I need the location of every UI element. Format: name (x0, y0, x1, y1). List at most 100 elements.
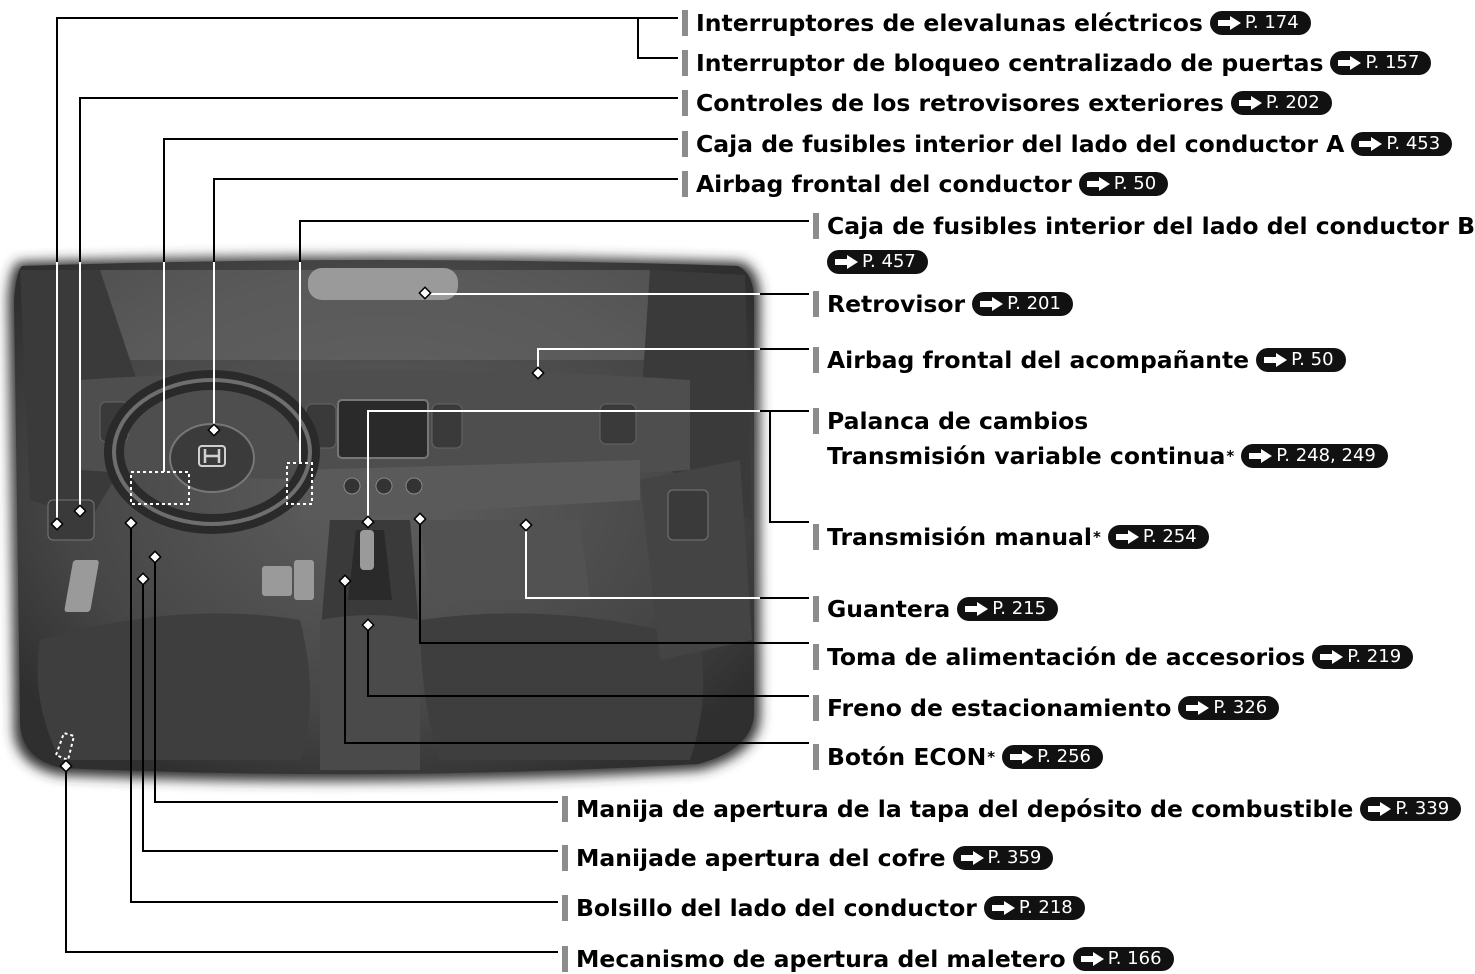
page-ref-arrow-icon (1217, 16, 1241, 30)
page-ref-arrow-icon (1359, 137, 1383, 151)
page-ref-badge[interactable]: P. 248, 249 (1241, 444, 1388, 468)
dot-accessory-socket (413, 512, 427, 526)
leader-econ (344, 584, 809, 744)
dot-econ (338, 574, 352, 588)
page-ref-text: P. 453 (1386, 133, 1441, 154)
footnote-star: * (987, 748, 996, 766)
page-ref-badge[interactable]: P. 50 (1256, 348, 1346, 372)
leader-hood (142, 582, 558, 852)
page-ref-badge[interactable]: P. 215 (957, 597, 1059, 621)
page-ref-badge[interactable]: P. 202 (1230, 91, 1332, 115)
callout-text: Caja de fusibles interior del lado del c… (696, 130, 1345, 158)
leader-lines (56, 17, 809, 953)
callout-text: Retrovisor (827, 290, 966, 318)
callout-driver-side-pocket: Bolsillo del lado del conductor P. 218 (562, 893, 1085, 923)
callout-text: Interruptores de elevalunas eléctricos (696, 9, 1203, 37)
page-ref-badge[interactable]: P. 339 (1360, 797, 1462, 821)
page-ref-text: P. 202 (1265, 92, 1320, 113)
callout-manual-transmission: Transmisión manual* P. 254 (813, 522, 1209, 552)
callout-passenger-airbag: Airbag frontal del acompañante P. 50 (813, 345, 1346, 375)
callout-text: Interruptor de bloqueo centralizado de p… (696, 49, 1324, 77)
leader-lines-inside (56, 262, 760, 599)
page-ref-arrow-icon (1115, 530, 1139, 544)
dot-power-windows (50, 517, 64, 531)
leader-mirror-controls (79, 97, 678, 262)
dot-driver-airbag (207, 423, 221, 437)
dot-glove-box (519, 518, 533, 532)
page-ref-text: P. 174 (1244, 12, 1299, 33)
page-ref-badge[interactable]: P. 457 (827, 250, 928, 274)
callout-fuel-lid-release: Manija de apertura de la tapa del depósi… (562, 794, 1462, 824)
page-ref-text: P. 248, 249 (1276, 445, 1376, 466)
leader-fuse-a (163, 138, 678, 262)
page-ref-text: P. 166 (1107, 948, 1162, 969)
page-ref-text: P. 457 (862, 251, 916, 272)
page-ref-text: P. 254 (1142, 526, 1197, 547)
callout-mirror-controls: Controles de los retrovisores exteriores… (682, 88, 1332, 118)
page-ref-text: P. 50 (1291, 349, 1334, 370)
callout-text: Caja de fusibles interior del lado del c… (827, 212, 1475, 240)
page-ref-arrow-icon (965, 602, 989, 616)
page-ref-badge[interactable]: P. 254 (1107, 525, 1209, 549)
honda-logo-icon (198, 445, 226, 467)
leader-fuel-lid (154, 560, 558, 803)
dot-passenger-airbag (531, 366, 545, 380)
page-ref-arrow-icon (1238, 96, 1262, 110)
callout-text: Bolsillo del lado del conductor (576, 894, 977, 922)
leader-bracket-transmission (769, 411, 809, 523)
page-ref-badge[interactable]: P. 359 (952, 846, 1054, 870)
leader-gear-lever-inside (367, 410, 760, 519)
page-ref-arrow-icon (1186, 701, 1210, 715)
callout-text: Airbag frontal del conductor (696, 170, 1072, 198)
page-ref-text: P. 339 (1395, 798, 1450, 819)
callout-text: Controles de los retrovisores exteriores (696, 89, 1224, 117)
leader-parking-brake (367, 628, 809, 697)
page-ref-arrow-icon (1264, 353, 1288, 367)
leader-accessory-socket (419, 522, 809, 644)
page-ref-badge[interactable]: P. 166 (1072, 947, 1174, 971)
callout-text: Transmisión variable continua (827, 442, 1226, 470)
callout-text: Toma de alimentación de accesorios (827, 643, 1306, 671)
page-ref-badge[interactable]: P. 157 (1330, 51, 1432, 75)
callout-text: Mecanismo de apertura del maletero (576, 945, 1066, 973)
page-ref-badge[interactable]: P. 326 (1178, 696, 1280, 720)
pointer-dots (50, 286, 545, 773)
page-ref-badge[interactable]: P. 174 (1209, 11, 1311, 35)
footnote-star: * (1226, 447, 1235, 465)
leader-fuse-b (299, 220, 809, 262)
callout-text: Airbag frontal del acompañante (827, 346, 1250, 374)
dot-trunk (59, 759, 73, 773)
callout-fuse-box-a: Caja de fusibles interior del lado del c… (682, 129, 1453, 159)
callout-trunk-release: Mecanismo de apertura del maletero P. 16… (562, 944, 1174, 974)
callout-hood-release: Manijade apertura del cofre P. 359 (562, 843, 1054, 873)
leader-power-windows (56, 17, 678, 262)
page-ref-arrow-icon (1249, 449, 1273, 463)
callout-text: Manijade apertura del cofre (576, 844, 946, 872)
dot-hood (136, 572, 150, 586)
callout-text: Transmisión manual (827, 523, 1092, 551)
page-ref-badge[interactable]: P. 219 (1312, 645, 1414, 669)
page-ref-badge[interactable]: P. 256 (1002, 745, 1104, 769)
page-ref-arrow-icon (835, 255, 858, 269)
page-ref-arrow-icon (1338, 56, 1362, 70)
page-ref-arrow-icon (1010, 750, 1034, 764)
page-ref-badge[interactable]: P. 201 (972, 292, 1073, 316)
callout-text: Freno de estacionamiento (827, 694, 1172, 722)
page-ref-badge[interactable]: P. 50 (1078, 172, 1169, 196)
leader-door-lock (637, 18, 678, 59)
callout-central-door-lock-switch: Interruptor de bloqueo centralizado de p… (682, 48, 1432, 78)
page-ref-arrow-icon (1086, 177, 1110, 191)
page-ref-badge[interactable]: P. 453 (1351, 132, 1453, 156)
callout-text: Palanca de cambios (827, 407, 1089, 435)
leader-passenger-airbag-inside (537, 348, 760, 370)
callout-text: Botón ECON (827, 743, 987, 771)
page-ref-text: P. 326 (1213, 697, 1268, 718)
page-ref-text: P. 157 (1365, 52, 1420, 73)
page-ref-badge[interactable]: P. 218 (983, 896, 1085, 920)
dot-fuel-lid (148, 550, 162, 564)
callout-power-window-switches: Interruptores de elevalunas eléctricos P… (682, 8, 1311, 38)
callout-glove-box: Guantera P. 215 (813, 594, 1059, 624)
callout-fuse-box-b: Caja de fusibles interior del lado del c… (813, 211, 1475, 241)
dot-mirror-controls (73, 504, 87, 518)
